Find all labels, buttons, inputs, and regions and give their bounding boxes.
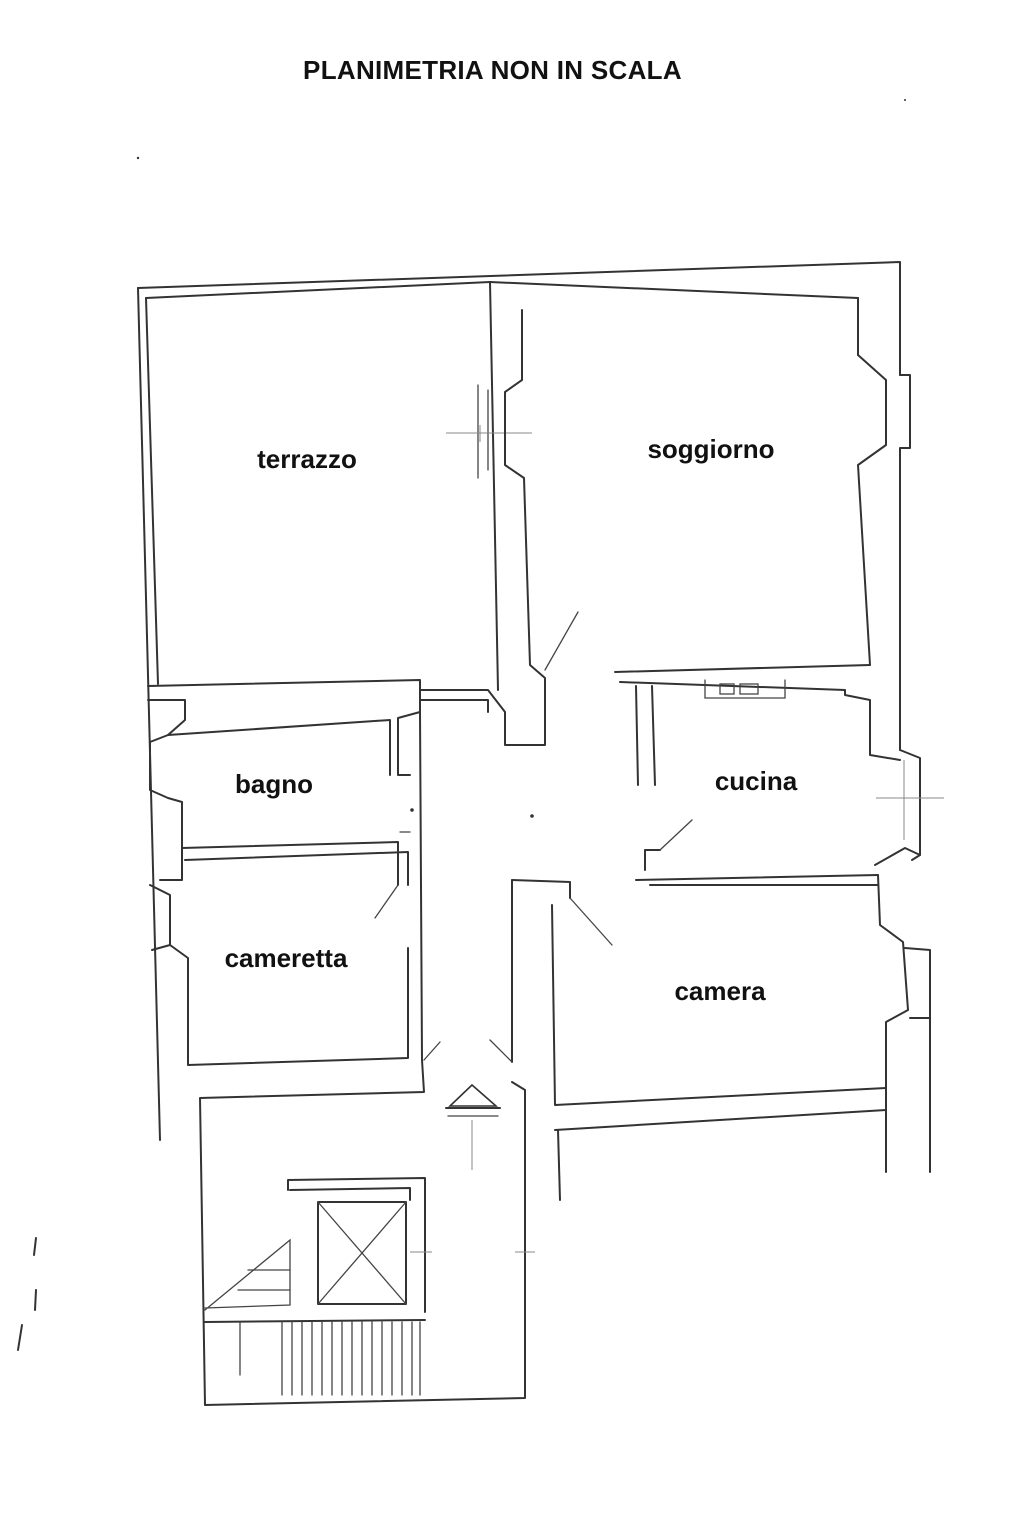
cucina-walls: [635, 679, 944, 886]
stair-treads: [239, 1321, 421, 1396]
speck: [410, 808, 414, 812]
room-label-bagno: bagno: [235, 769, 313, 799]
speck: [136, 156, 140, 160]
speck: [904, 99, 906, 101]
terrazzo-walls: [147, 281, 532, 713]
camera-walls: [511, 879, 887, 1201]
room-label-terrazzo: terrazzo: [257, 444, 357, 474]
room-label-cameretta: cameretta: [225, 943, 348, 973]
room-label-camera: camera: [674, 976, 766, 1006]
soggiorno-walls: [397, 309, 901, 776]
stair-block: [199, 1039, 535, 1406]
margin-mark: [34, 1289, 37, 1311]
margin-mark: [17, 1324, 23, 1351]
margin-mark: [33, 1237, 37, 1256]
speck: [530, 814, 534, 818]
room-label-cucina: cucina: [715, 766, 798, 796]
cameretta-walls: [149, 711, 423, 1066]
plan-title: PLANIMETRIA NON IN SCALA: [303, 55, 682, 85]
room-label-soggiorno: soggiorno: [647, 434, 774, 464]
bagno-walls: [147, 699, 411, 886]
outer-walls: [137, 261, 931, 1173]
entrance-arrow-icon: [445, 1083, 501, 1170]
